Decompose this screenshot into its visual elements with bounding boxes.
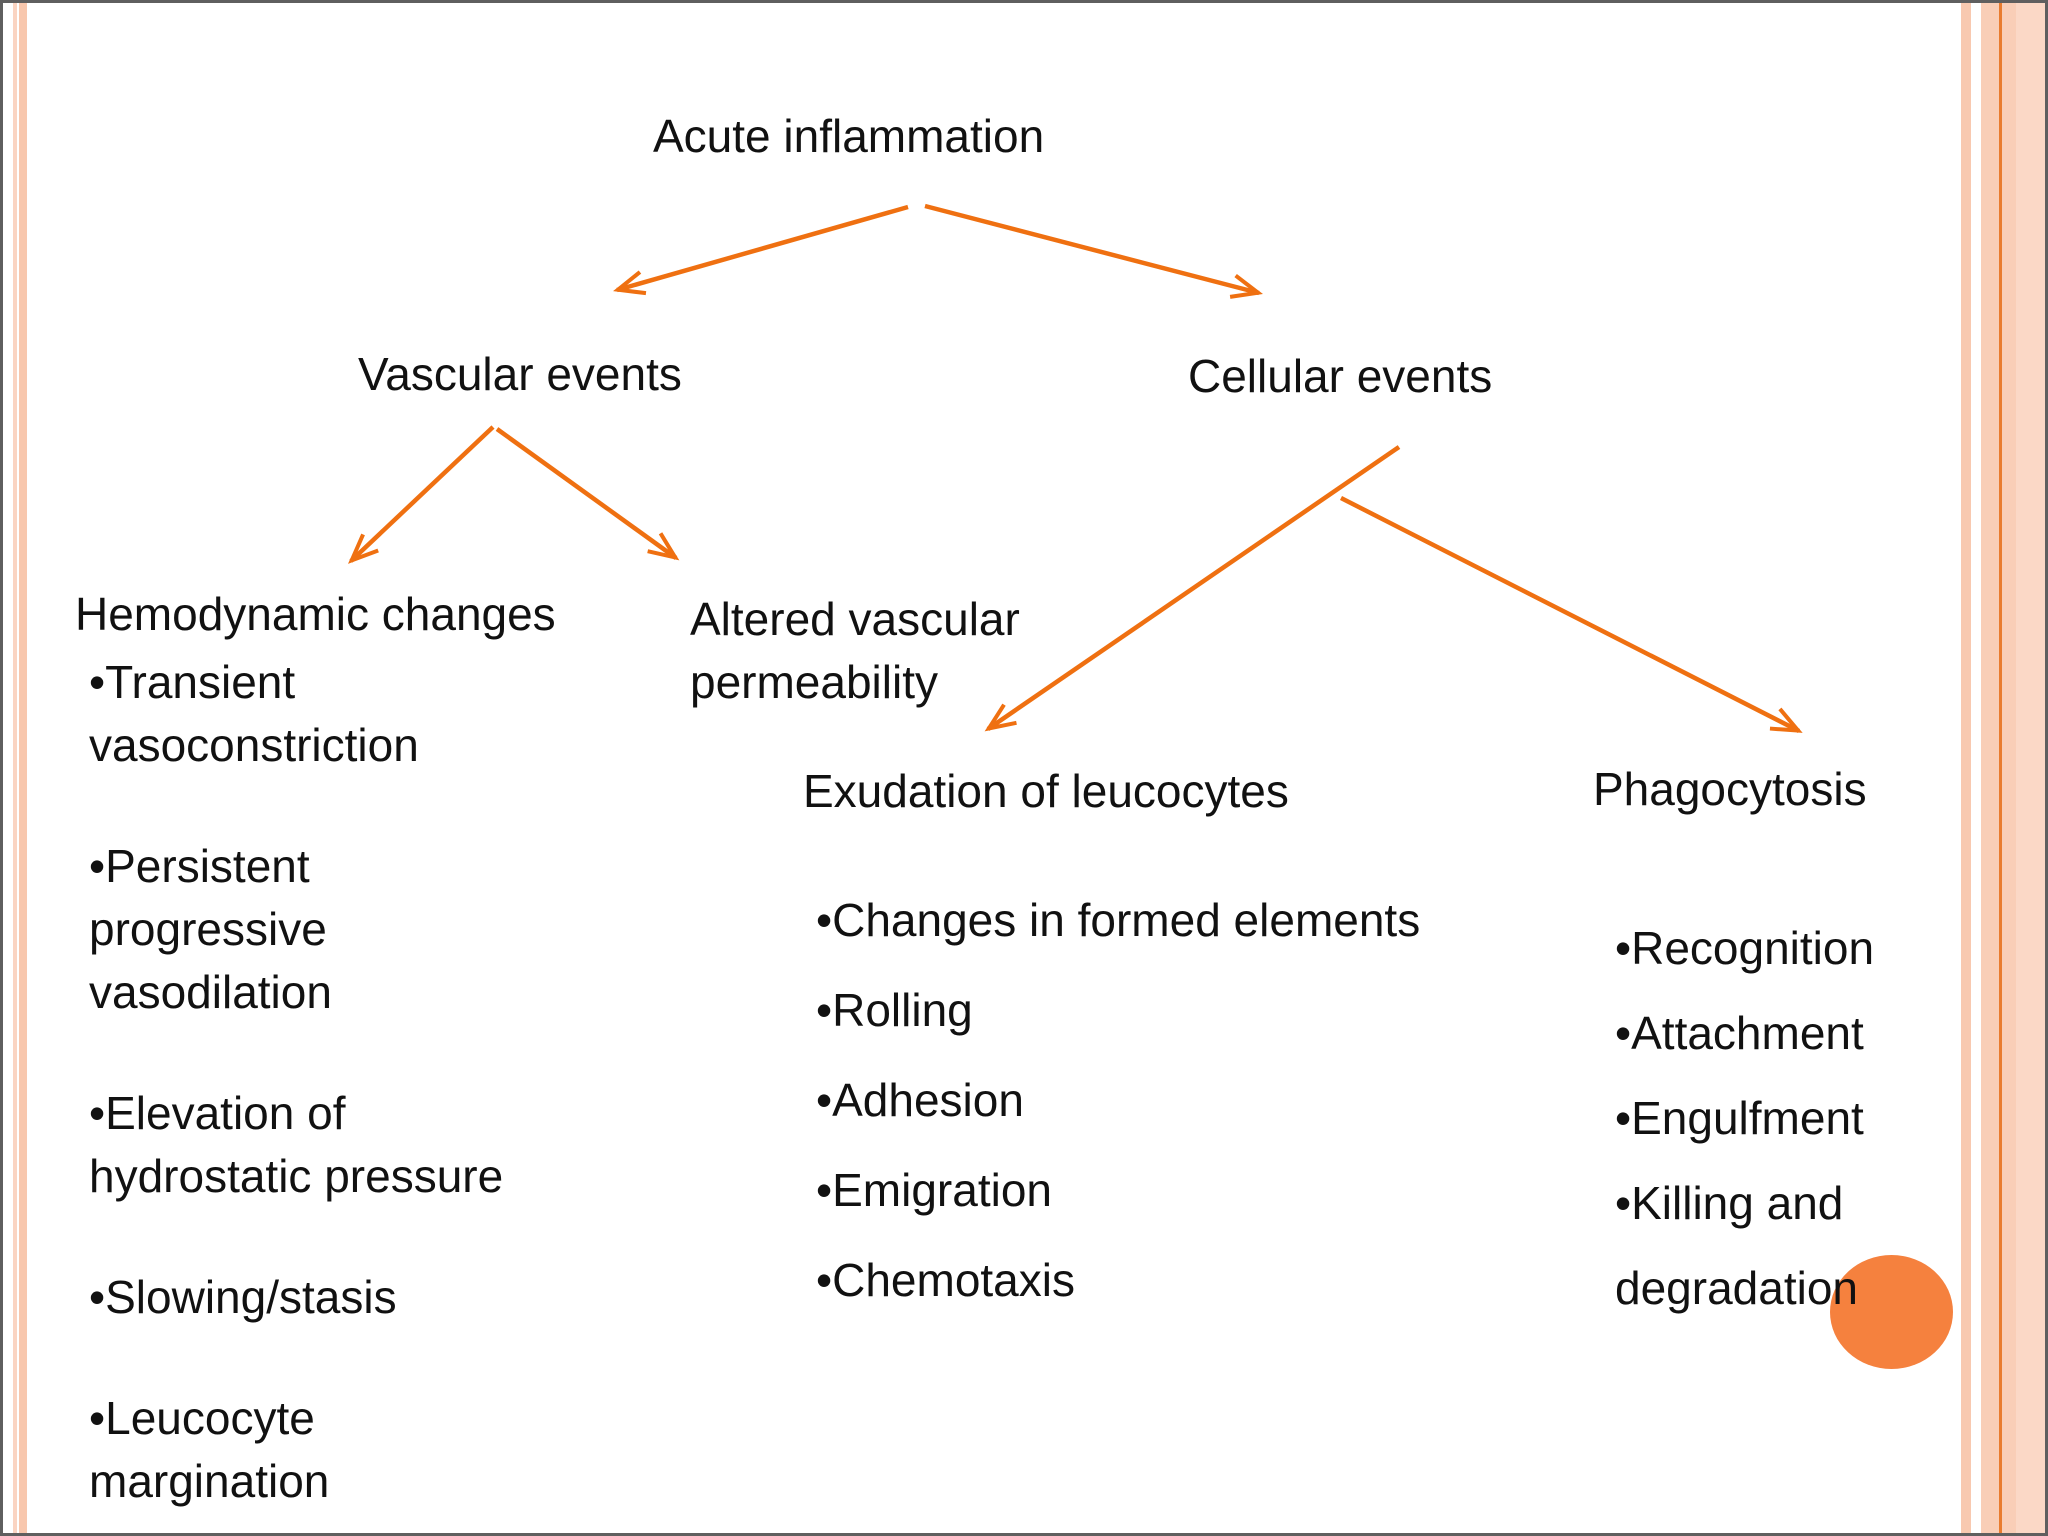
node-exudation-of-leucocytes: Exudation of leucocytes (803, 765, 1289, 817)
bullet-dot: • (1615, 1177, 1632, 1229)
bullet-dot: • (89, 1392, 106, 1444)
right-stripe-thin (1961, 3, 1971, 1533)
list-item: •Emigration (816, 1145, 1516, 1235)
list-item: •Engulfment (1615, 1076, 1955, 1161)
bullet-dot: • (89, 1087, 106, 1139)
list-item: •Persistent progressive vasodilation (89, 835, 549, 1024)
bullet-dot: • (816, 1254, 833, 1306)
hemodynamic-bullet-list: •Transient vasoconstriction •Persistent … (89, 651, 549, 1513)
right-band-orange-line (1999, 3, 2002, 1533)
arrow-cellular-to-exudation (984, 445, 1401, 732)
node-hemodynamic-changes: Hemodynamic changes (75, 588, 556, 640)
bullet-dot: • (816, 1164, 833, 1216)
list-item: •Recognition (1615, 906, 1955, 991)
node-acute-inflammation: Acute inflammation (653, 110, 1045, 162)
left-stripe-thin (13, 3, 17, 1533)
bullet-dot: • (89, 656, 106, 708)
arrow-cellular-to-phagocytosis (1339, 495, 1803, 734)
bullet-dot: • (89, 1271, 106, 1323)
bullet-dot: • (816, 1074, 833, 1126)
left-stripe-wide (19, 3, 27, 1533)
list-item: •Leucocyte margination (89, 1387, 549, 1513)
arrow-vascular-to-altered (495, 427, 680, 561)
list-item: •Rolling (816, 965, 1516, 1055)
bullet-dot: • (89, 840, 106, 892)
list-item: •Killing and degradation (1615, 1161, 1955, 1331)
bullet-dot: • (816, 894, 833, 946)
list-item-label: Slowing/stasis (105, 1271, 397, 1323)
list-item-label: Recognition (1631, 922, 1875, 974)
list-item: •Adhesion (816, 1055, 1516, 1145)
list-item: •Chemotaxis (816, 1235, 1516, 1325)
bullet-dot: • (816, 984, 833, 1036)
list-item-label: Chemotaxis (832, 1254, 1075, 1306)
arrow-root-to-vascular (613, 204, 909, 296)
list-item-label: Changes in formed elements (832, 894, 1421, 946)
list-item-label: Killing and degradation (1615, 1177, 1858, 1314)
list-item: •Transient vasoconstriction (89, 651, 549, 777)
list-item: •Attachment (1615, 991, 1955, 1076)
connector-arrows (347, 203, 1803, 734)
orange-accent-circle (1830, 1255, 1953, 1369)
list-item-label: Attachment (1631, 1007, 1864, 1059)
node-phagocytosis: Phagocytosis (1593, 763, 1867, 815)
list-item-label: Emigration (832, 1164, 1052, 1216)
list-item: •Elevation of hydrostatic pressure (89, 1082, 549, 1208)
node-altered-vascular-permeability: Altered vascular permeability (690, 593, 1020, 708)
list-item-label: Persistent progressive vasodilation (89, 840, 332, 1018)
list-item-label: Elevation of hydrostatic pressure (89, 1087, 504, 1202)
right-peach-band-light (2016, 3, 2045, 1533)
list-item-label: Leucocyte margination (89, 1392, 330, 1507)
list-item: •Changes in formed elements (816, 875, 1516, 965)
list-item-label: Rolling (832, 984, 973, 1036)
bullet-dot: • (1615, 1092, 1632, 1144)
bullet-dot: • (1615, 1007, 1632, 1059)
list-item: •Slowing/stasis (89, 1266, 549, 1329)
node-vascular-events: Vascular events (358, 348, 682, 400)
arrow-root-to-cellular (924, 203, 1263, 299)
phagocytosis-bullet-list: •Recognition •Attachment •Engulfment •Ki… (1615, 906, 1955, 1331)
list-item-label: Adhesion (832, 1074, 1024, 1126)
node-cellular-events: Cellular events (1188, 350, 1493, 402)
arrow-vascular-to-hemodynamic (347, 425, 495, 564)
list-item-label: Transient vasoconstriction (89, 656, 419, 771)
bullet-dot: • (1615, 922, 1632, 974)
list-item-label: Engulfment (1631, 1092, 1864, 1144)
exudation-bullet-list: •Changes in formed elements •Rolling •Ad… (816, 875, 1516, 1325)
